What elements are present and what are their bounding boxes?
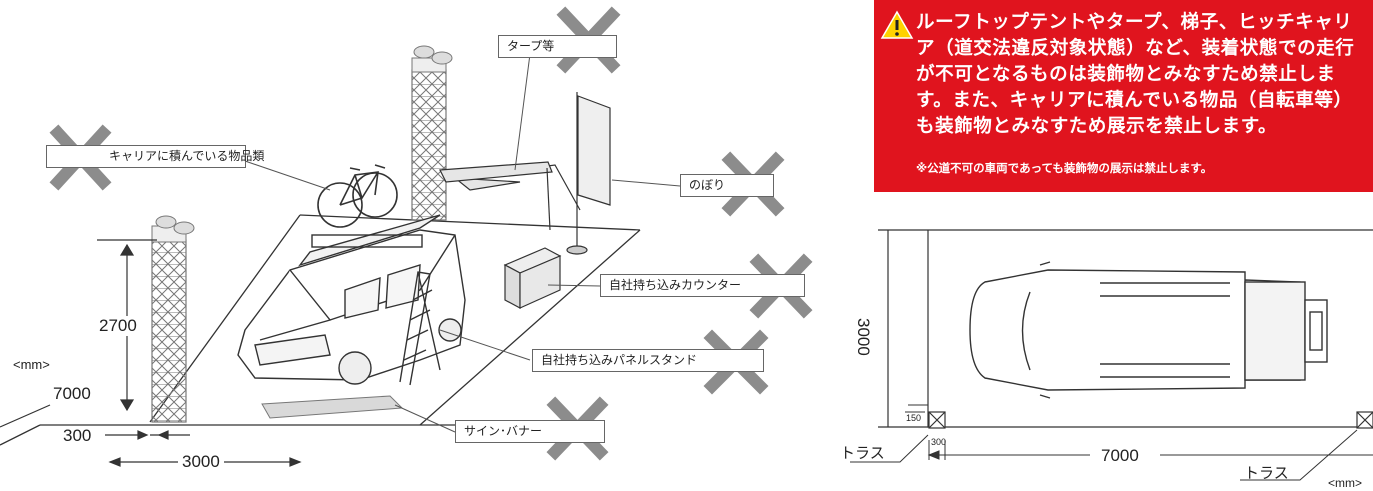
nobori-flag [566,92,611,255]
dim-width: 3000 [178,452,224,472]
plan-truss-left [928,411,946,429]
tarp [439,161,581,231]
label-nobori: のぼり [680,174,774,197]
plan-dim-unit: <mm> [1328,476,1363,490]
van-plan [969,261,1328,399]
label-panel-stand: 自社持ち込みパネルスタンド [532,349,764,372]
warning-note: ※公道不可の車両であっても装飾物の展示は禁止します。 [916,161,1213,175]
warning-box: ルーフトップテントやタープ、梯子、ヒッチキャリア（道交法違反対象状態）など、装着… [874,0,1373,192]
dim-height: 2700 [99,316,137,336]
plan-truss-right-label: トラス [1244,465,1289,482]
dim-unit-iso: <mm> [13,357,50,372]
warning-triangle-icon [880,10,914,39]
leader-lines [244,53,681,433]
plan-truss-left-label: トラス [840,445,885,462]
dim-length: 7000 [53,384,91,403]
plan-dim-small: 150 [906,413,922,423]
sign-banner [261,395,404,419]
panel-stand [399,271,441,386]
plan-dimensions [850,404,1373,481]
dim-offset: 300 [63,426,92,445]
truss-back [411,45,453,221]
plan-dim-offset: 300 [931,437,947,447]
plan-dim-width: 3000 [853,318,873,356]
plan-dim-length: 7000 [1097,446,1143,466]
truss-left [151,215,195,423]
van-iso [237,214,466,385]
plan-truss-right [1356,411,1373,429]
bicycle [317,164,398,228]
label-tarp: タープ等 [498,35,617,58]
warning-text: ルーフトップテントやタープ、梯子、ヒッチキャリア（道交法違反対象状態）など、装着… [916,12,1355,137]
counter-box [503,247,562,309]
label-counter: 自社持ち込みカウンター [600,274,805,297]
plan-booth [878,229,1373,428]
label-sign-banner: サイン･バナー [455,420,605,443]
label-carrier-goods: キャリアに積んでいる物品類 [46,145,264,168]
